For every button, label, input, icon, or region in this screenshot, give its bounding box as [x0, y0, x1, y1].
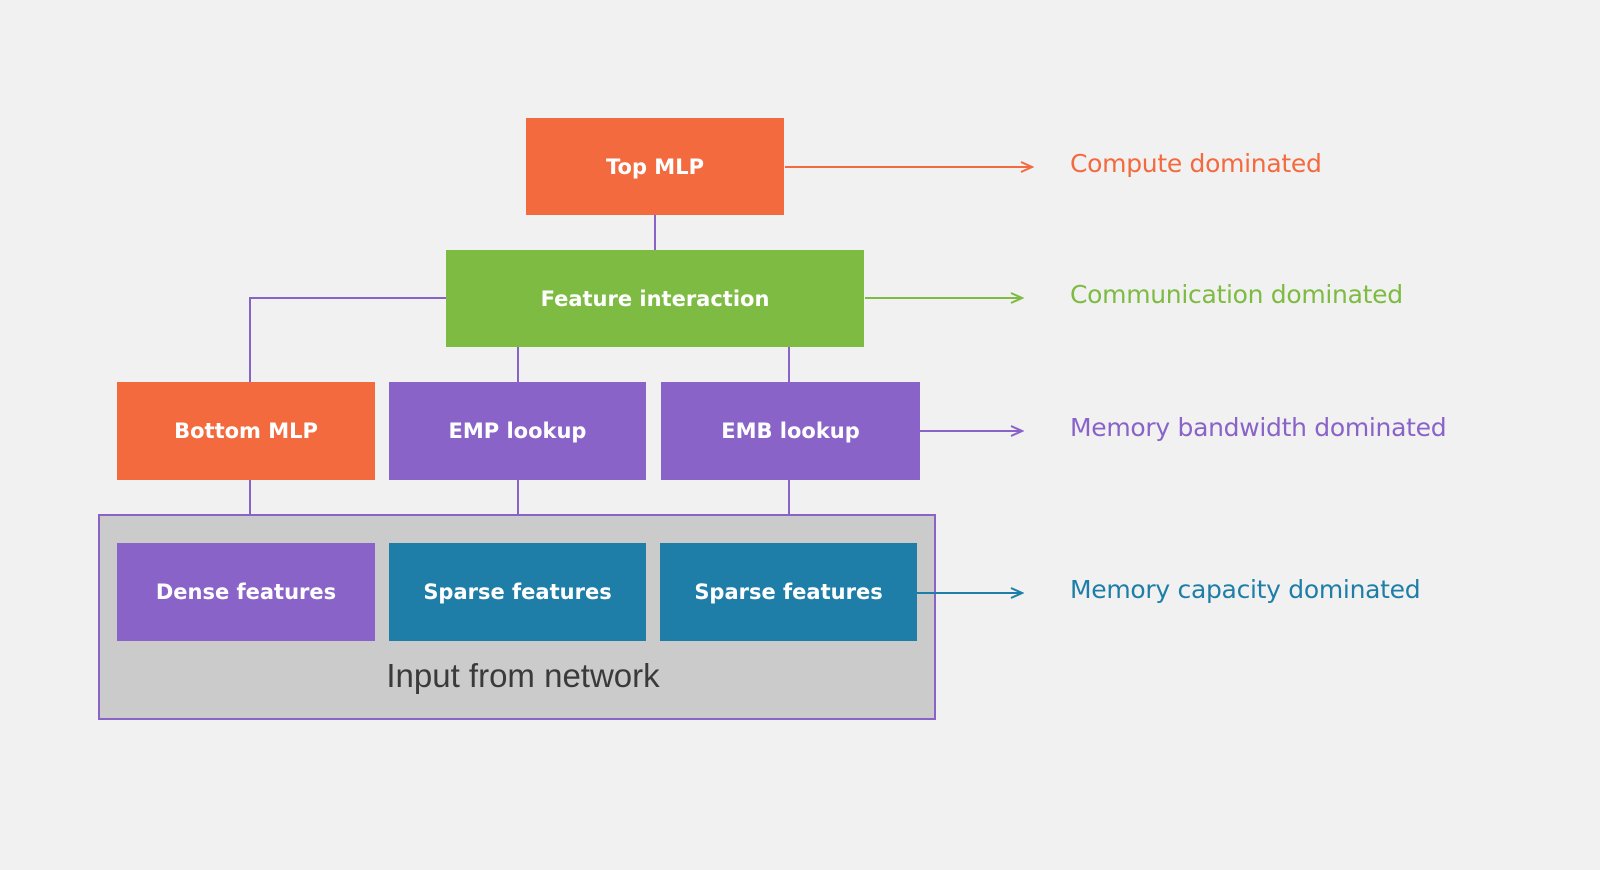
annotation-memory-bandwidth: Memory bandwidth dominated — [1070, 413, 1447, 442]
feature-interaction-label: Feature interaction — [540, 286, 770, 311]
sparse-features-box-1: Sparse features — [389, 543, 646, 641]
annotation-memory-capacity: Memory capacity dominated — [1070, 575, 1421, 604]
input-container-label: Input from network — [386, 657, 660, 694]
emp-lookup-box: EMP lookup — [389, 382, 646, 480]
annotation-communication: Communication dominated — [1070, 280, 1403, 309]
top-mlp-label: Top MLP — [606, 154, 704, 179]
emb-lookup-box: EMB lookup — [661, 382, 920, 480]
emp-lookup-label: EMP lookup — [448, 419, 587, 443]
edge-feature-interaction-to-bottom-mlp — [249, 297, 446, 382]
annotation-compute: Compute dominated — [1070, 149, 1322, 178]
top-mlp-box: Top MLP — [526, 118, 784, 215]
sparse-features-label-1: Sparse features — [423, 580, 612, 604]
bottom-mlp-box: Bottom MLP — [117, 382, 375, 480]
emb-lookup-label: EMB lookup — [721, 419, 860, 443]
sparse-features-box-2: Sparse features — [660, 543, 917, 641]
sparse-features-label-2: Sparse features — [694, 580, 883, 604]
dense-features-box: Dense features — [117, 543, 375, 641]
bottom-mlp-label: Bottom MLP — [174, 419, 318, 443]
dense-features-label: Dense features — [155, 580, 337, 604]
feature-interaction-box: Feature interaction — [446, 250, 864, 347]
